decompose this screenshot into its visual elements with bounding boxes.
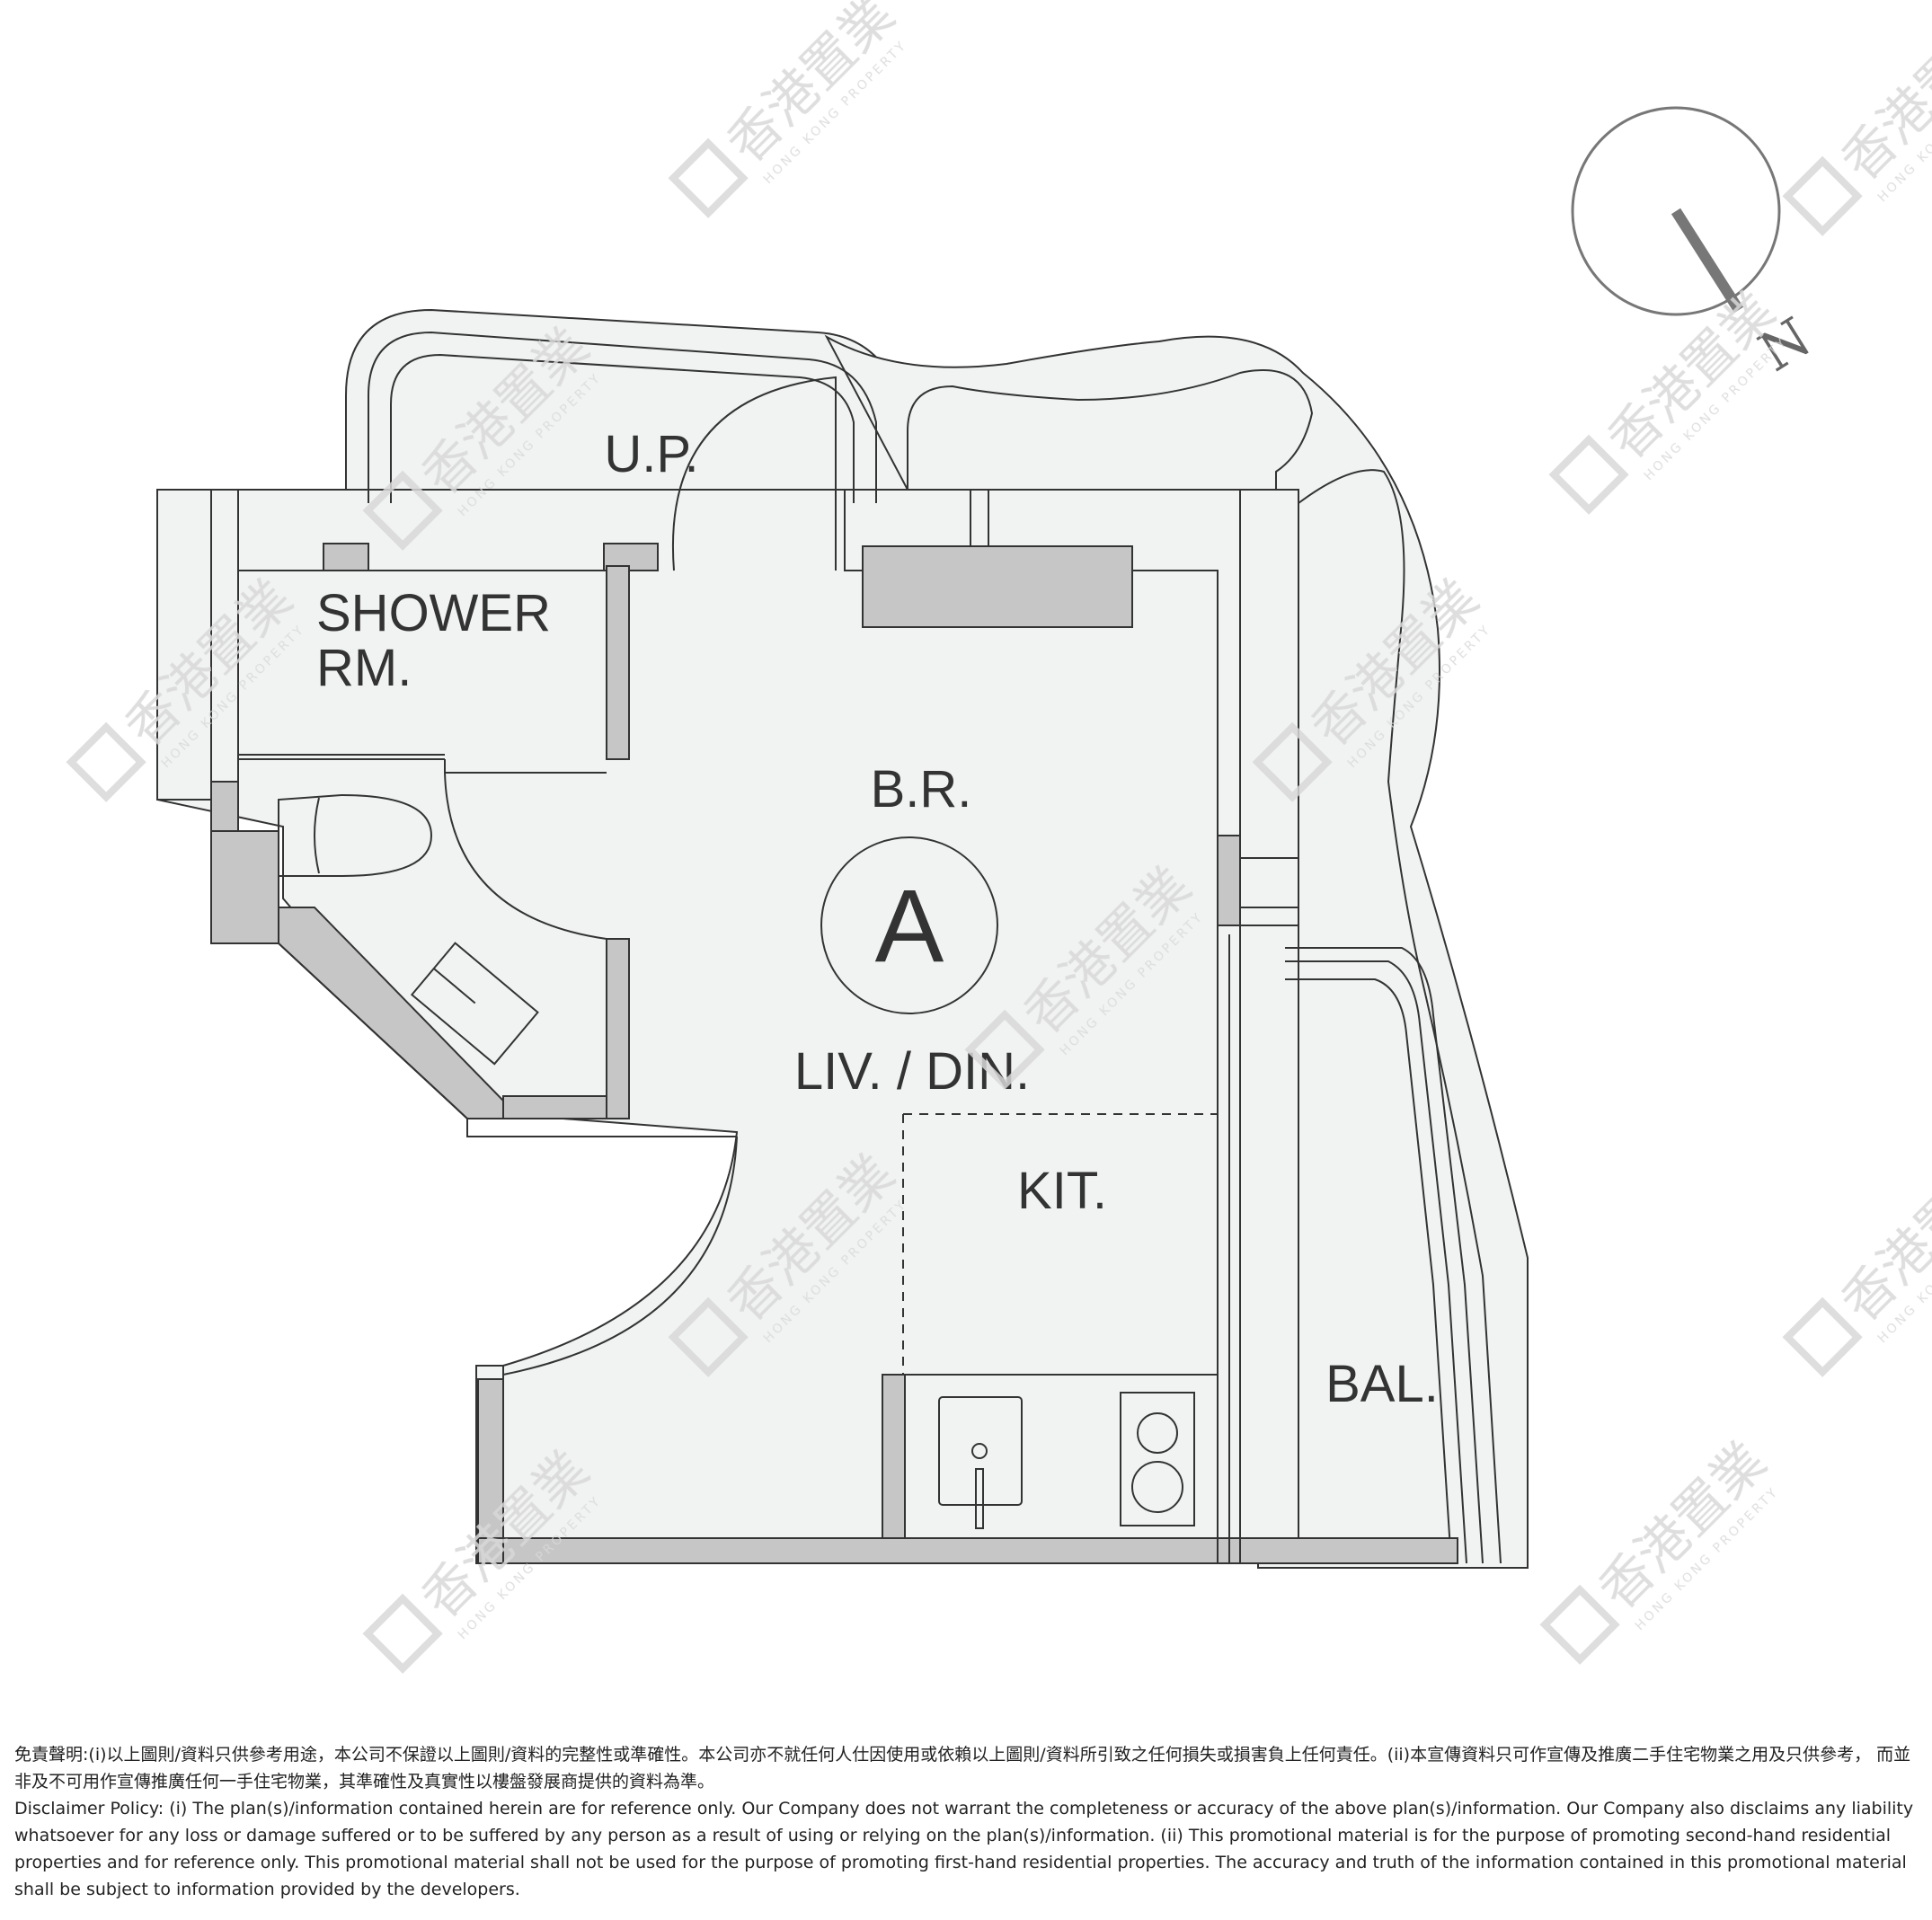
planter-lines [368, 331, 1502, 1564]
room-label-shower-2: RM. [316, 639, 412, 697]
watermark: 香港置業 HONG KONG PROPERTY [1782, 2, 1932, 236]
interior-walls [237, 489, 1299, 1563]
house-logo-icon [668, 1296, 749, 1377]
house-logo-icon [1252, 721, 1333, 802]
svg-text:香港置業: 香港置業 [715, 0, 906, 174]
floor-area [156, 308, 1529, 1569]
watermark: 香港置業 HONG KONG PROPERTY [1539, 1430, 1782, 1665]
watermark: 香港置業 HONG KONG PROPERTY [1782, 1143, 1932, 1377]
house-logo-icon [668, 137, 749, 218]
disclaimer: 免責聲明:(i)以上圖則/資料只供參考用途，本公司不保證以上圖則/資料的完整性或… [14, 1741, 1919, 1903]
door-shower [444, 772, 607, 940]
room-label-bedroom: B.R. [871, 760, 972, 818]
planter-outline [824, 334, 1529, 1569]
toilet-icon [278, 793, 433, 877]
house-logo-icon [1548, 434, 1629, 515]
unit-label: A [875, 869, 944, 984]
house-logo-icon [1782, 1296, 1863, 1377]
room-label-balcony: BAL. [1325, 1355, 1439, 1413]
house-logo-icon [362, 1593, 443, 1674]
doors [444, 376, 837, 1376]
watermark: 香港置業 HONG KONG PROPERTY [668, 0, 910, 218]
kitchen-sink-icon [938, 1396, 1023, 1506]
room-label-up: U.P. [604, 425, 698, 483]
room-label-shower-1: SHOWER [316, 584, 551, 642]
disclaimer-en: Disclaimer Policy: (i) The plan(s)/infor… [14, 1799, 1914, 1899]
house-logo-icon [964, 1009, 1045, 1090]
house-logo-icon [362, 470, 443, 551]
house-logo-icon [1539, 1584, 1620, 1665]
disclaimer-zh: 免責聲明:(i)以上圖則/資料只供參考用途，本公司不保證以上圖則/資料的完整性或… [14, 1745, 1911, 1792]
door-up [672, 376, 837, 571]
door-entrance [502, 1136, 738, 1376]
basin-icon [410, 942, 539, 1066]
kitchen-zone [902, 1113, 1218, 1375]
watermark: 香港置業 HONG KONG PROPERTY [1548, 280, 1791, 515]
wall-column-top [862, 545, 1133, 628]
house-logo-icon [1782, 155, 1863, 236]
wall-column-left [210, 830, 279, 944]
unit-marker-circle [820, 836, 998, 1014]
cooktop-icon [1120, 1392, 1195, 1526]
house-logo-icon [66, 721, 146, 802]
fixtures [278, 793, 1195, 1529]
room-label-kitchen: KIT. [1017, 1162, 1107, 1220]
bay-window [156, 489, 239, 801]
floor-plan: A U.P. SHOWER RM. B.R. LIV. / DIN. KIT. … [66, 0, 1932, 1674]
structural-walls [210, 543, 1458, 1564]
